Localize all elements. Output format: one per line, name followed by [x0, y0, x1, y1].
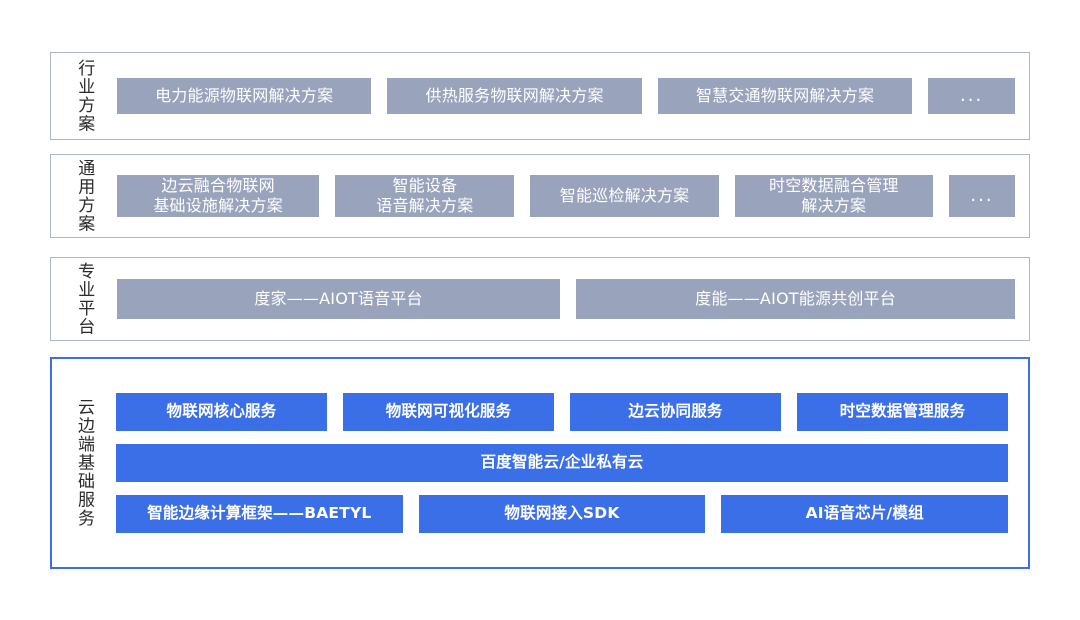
section-label-foundation: 云边端基础服务 [52, 359, 116, 567]
section-label-general-text: 通用方案 [74, 159, 95, 233]
service-box-baidu-cloud[interactable]: 百度智能云/企业私有云 [116, 444, 1008, 482]
service-box-iot-visualization[interactable]: 物联网可视化服务 [343, 393, 554, 431]
box-row: 边云融合物联网 基础设施解决方案 智能设备 语音解决方案 智能巡检解决方案 时空… [117, 175, 1015, 217]
section-platform: 专业平台 度家——AIOT语音平台 度能——AIOT能源共创平台 [50, 257, 1030, 341]
section-foundation-content: 物联网核心服务 物联网可视化服务 边云协同服务 时空数据管理服务 百度智能云/企… [116, 359, 1028, 567]
box-row: 电力能源物联网解决方案 供热服务物联网解决方案 智慧交通物联网解决方案 ... [117, 78, 1016, 114]
solution-box-power-energy-iot[interactable]: 电力能源物联网解决方案 [117, 78, 372, 114]
box-row: 物联网核心服务 物联网可视化服务 边云协同服务 时空数据管理服务 [116, 393, 1008, 431]
section-general: 通用方案 边云融合物联网 基础设施解决方案 智能设备 语音解决方案 智能巡检解决… [50, 154, 1030, 238]
solution-box-more-ellipsis[interactable]: ... [928, 78, 1016, 114]
service-box-ai-voice-chip-module[interactable]: AI语音芯片/模组 [721, 495, 1009, 533]
box-row: 百度智能云/企业私有云 [116, 444, 1008, 482]
service-box-spatiotemporal-data-mgmt[interactable]: 时空数据管理服务 [797, 393, 1008, 431]
solution-box-edge-cloud-infra[interactable]: 边云融合物联网 基础设施解决方案 [117, 175, 320, 217]
section-platform-content: 度家——AIOT语音平台 度能——AIOT能源共创平台 [117, 258, 1029, 340]
solution-box-smart-device-voice[interactable]: 智能设备 语音解决方案 [335, 175, 515, 217]
section-label-industry: 行业方案 [51, 53, 117, 139]
service-box-baetyl-edge-framework[interactable]: 智能边缘计算框架——BAETYL [116, 495, 403, 533]
solution-box-more-ellipsis[interactable]: ... [948, 175, 1015, 217]
solution-box-spatiotemporal-data-fusion[interactable]: 时空数据融合管理 解决方案 [734, 175, 933, 217]
service-box-iot-access-sdk[interactable]: 物联网接入SDK [418, 495, 706, 533]
box-row: 度家——AIOT语音平台 度能——AIOT能源共创平台 [117, 279, 1015, 319]
solution-box-heating-service-iot[interactable]: 供热服务物联网解决方案 [387, 78, 642, 114]
platform-box-duneng-aiot-energy[interactable]: 度能——AIOT能源共创平台 [576, 279, 1015, 319]
service-box-edge-cloud-collab[interactable]: 边云协同服务 [570, 393, 781, 431]
platform-box-dujia-aiot-voice[interactable]: 度家——AIOT语音平台 [117, 279, 561, 319]
service-box-iot-core[interactable]: 物联网核心服务 [116, 393, 327, 431]
section-label-general: 通用方案 [51, 155, 117, 237]
section-label-industry-text: 行业方案 [74, 59, 95, 133]
section-label-platform: 专业平台 [51, 258, 117, 340]
section-industry: 行业方案 电力能源物联网解决方案 供热服务物联网解决方案 智慧交通物联网解决方案… [50, 52, 1030, 140]
section-foundation: 云边端基础服务 物联网核心服务 物联网可视化服务 边云协同服务 时空数据管理服务… [50, 357, 1030, 569]
section-label-platform-text: 专业平台 [74, 262, 95, 336]
section-label-foundation-text: 云边端基础服务 [74, 398, 95, 528]
solution-box-smart-inspection[interactable]: 智能巡检解决方案 [530, 175, 719, 217]
box-row: 智能边缘计算框架——BAETYL 物联网接入SDK AI语音芯片/模组 [116, 495, 1009, 533]
section-industry-content: 电力能源物联网解决方案 供热服务物联网解决方案 智慧交通物联网解决方案 ... [117, 53, 1029, 139]
solution-box-smart-transport-iot[interactable]: 智慧交通物联网解决方案 [657, 78, 913, 114]
section-general-content: 边云融合物联网 基础设施解决方案 智能设备 语音解决方案 智能巡检解决方案 时空… [117, 155, 1029, 237]
